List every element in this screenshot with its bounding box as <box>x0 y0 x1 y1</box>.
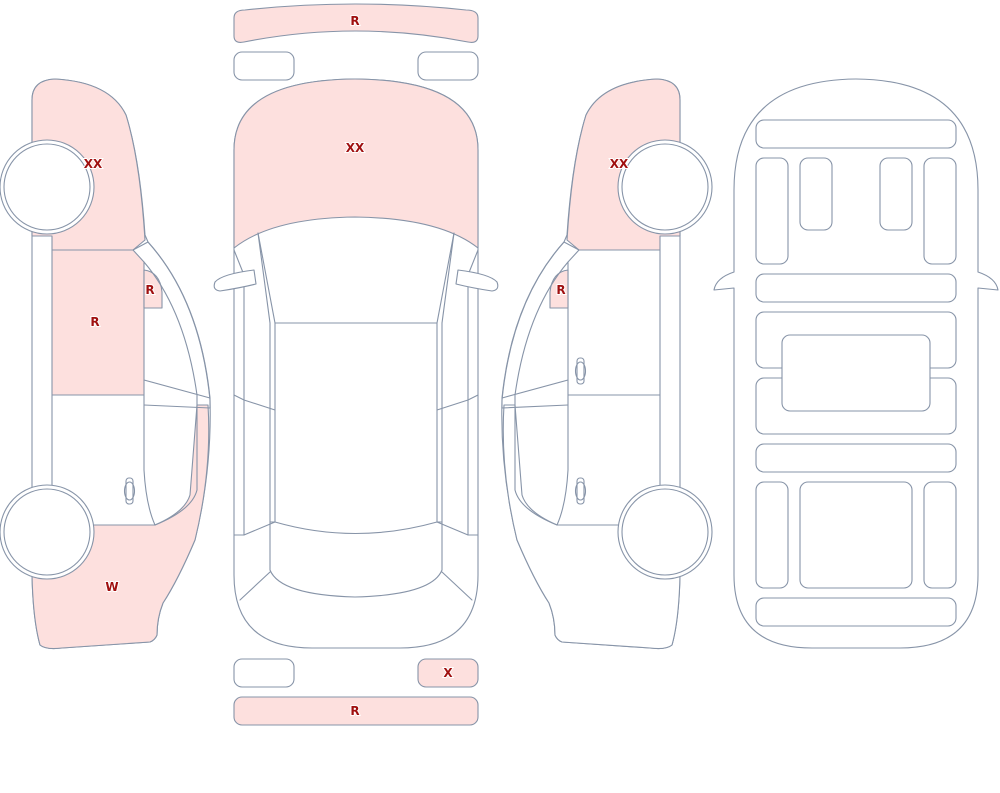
rear-crossmember[interactable] <box>755 443 957 473</box>
left-front-floor[interactable] <box>755 157 789 265</box>
marker-right-mirror: R <box>556 283 565 297</box>
left-b-pillar <box>143 379 211 409</box>
right-b-pillar-top <box>436 394 479 411</box>
left-side-rail-inner <box>257 232 276 523</box>
left-side-view: XX R R W <box>0 78 211 650</box>
marker-right-tail-light: X <box>443 666 453 680</box>
left-tail-light[interactable] <box>233 658 295 688</box>
windshield <box>257 232 455 324</box>
right-side-rail <box>467 249 479 536</box>
roof <box>274 322 438 534</box>
left-rear-quarter[interactable] <box>31 404 210 650</box>
left-front-seat-area[interactable] <box>799 157 833 231</box>
marker-rear-bumper: R <box>350 704 359 718</box>
marker-left-rear-quarter: W <box>105 580 118 594</box>
left-b-pillar-top <box>233 394 276 411</box>
left-headlight[interactable] <box>233 51 295 81</box>
top-right-mirror[interactable] <box>455 269 499 292</box>
right-rear-door-handle[interactable] <box>576 477 585 505</box>
right-side-view <box>501 78 713 650</box>
front-crossmember[interactable] <box>755 273 957 303</box>
right-front-door-handle-ring <box>574 361 587 381</box>
left-door-handle[interactable] <box>125 477 134 505</box>
right-b-pillar <box>501 379 569 409</box>
left-rear-floor[interactable] <box>755 481 789 589</box>
marker-left-front-fender: XX <box>84 157 103 171</box>
left-side-rail <box>233 249 245 536</box>
marker-right-front-fender: XX <box>610 157 629 171</box>
right-front-floor[interactable] <box>923 157 957 265</box>
left-rear-wheel[interactable] <box>3 488 91 576</box>
right-front-wheel[interactable] <box>621 143 709 231</box>
left-front-wheel[interactable] <box>3 143 91 231</box>
underbody-view <box>713 78 999 649</box>
rear-panel[interactable] <box>755 597 957 627</box>
rear-floor-center[interactable] <box>799 481 913 589</box>
left-windshield-pillar <box>132 241 211 399</box>
top-left-mirror[interactable] <box>213 269 257 292</box>
rear-window <box>269 521 443 598</box>
right-front-door-handle[interactable] <box>576 357 585 385</box>
marker-left-front-door: R <box>90 315 99 329</box>
right-front-seat-area[interactable] <box>879 157 913 231</box>
right-tail-light[interactable] <box>417 658 479 688</box>
front-bumper[interactable] <box>233 3 479 43</box>
trunk-left <box>239 571 271 601</box>
right-rear-wheel[interactable] <box>621 488 709 576</box>
trunk-right <box>441 571 473 601</box>
marker-front-bumper: R <box>350 14 359 28</box>
right-side-rail-inner <box>436 232 455 523</box>
right-rear-quarter[interactable] <box>502 404 681 650</box>
right-rear-floor[interactable] <box>923 481 957 589</box>
rear-bumper[interactable] <box>233 696 479 726</box>
right-window-frame <box>514 261 569 526</box>
center-console[interactable] <box>781 334 931 412</box>
right-front-door[interactable] <box>567 249 661 396</box>
marker-left-mirror: R <box>145 283 154 297</box>
hood[interactable] <box>233 78 479 249</box>
marker-hood: XX <box>346 141 365 155</box>
left-door-handle-ring <box>123 481 136 501</box>
right-rear-door-handle-ring <box>574 481 587 501</box>
right-windshield-pillar <box>501 241 580 399</box>
left-window-frame <box>143 261 198 526</box>
dashboard-panel[interactable] <box>755 119 957 149</box>
top-view: R XX X R <box>213 3 499 726</box>
right-headlight[interactable] <box>417 51 479 81</box>
left-front-door[interactable] <box>51 249 145 396</box>
